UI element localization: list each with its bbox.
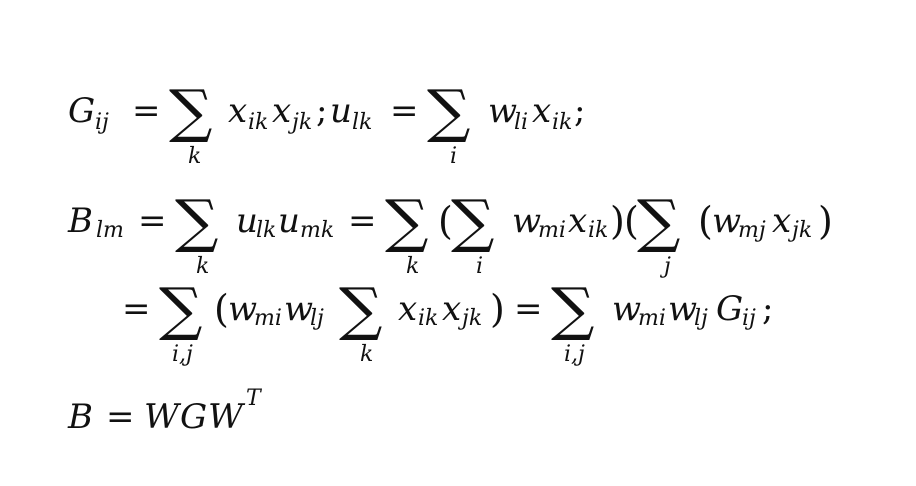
superscript-T: T	[246, 386, 261, 411]
equals-sign: =	[132, 91, 161, 131]
subscript: lj	[694, 306, 708, 331]
right-paren: )	[818, 199, 833, 243]
right-paren: )	[610, 199, 625, 243]
summation-icon: ∑	[450, 187, 495, 255]
symbol-x: x	[442, 289, 462, 329]
symbol-u: u	[330, 91, 352, 131]
equals-sign: =	[122, 289, 151, 329]
equals-sign: =	[138, 201, 167, 241]
symbol-w: w	[712, 201, 742, 241]
subscript: ik	[552, 110, 573, 135]
subscript: lj	[310, 306, 324, 331]
sum-limit: k	[196, 254, 210, 279]
semicolon: ;	[574, 91, 586, 131]
subscript: ij	[95, 110, 109, 135]
equals-sign: =	[514, 289, 543, 329]
semicolon: ;	[316, 91, 328, 131]
left-paren: (	[438, 199, 453, 243]
subscript: mj	[738, 218, 766, 243]
subscript: mi	[538, 218, 566, 243]
subscript: jk	[792, 218, 813, 243]
summation-icon: ∑	[550, 275, 595, 343]
sum-limit: k	[360, 342, 374, 367]
subscript: mi	[254, 306, 282, 331]
summation-icon: ∑	[426, 77, 471, 145]
symbol-W: W	[144, 397, 179, 437]
symbol-x: x	[398, 289, 418, 329]
symbol-w: w	[512, 201, 542, 241]
sum-limit: i	[450, 144, 458, 169]
symbol-G: G	[180, 397, 208, 437]
equals-sign: =	[390, 91, 419, 131]
symbol-w: w	[612, 289, 642, 329]
sum-limit: j	[664, 254, 671, 279]
left-paren: (	[624, 199, 639, 243]
subscript: ij	[742, 306, 756, 331]
symbol-B: B	[68, 397, 93, 437]
left-paren: (	[214, 287, 229, 331]
symbol-W: W	[208, 397, 243, 437]
subscript: mi	[638, 306, 666, 331]
sum-limit: k	[188, 144, 202, 169]
subscript: jk	[462, 306, 483, 331]
symbol-B: B	[68, 201, 93, 241]
semicolon: ;	[762, 289, 774, 329]
subscript: lk	[256, 218, 277, 243]
symbol-x: x	[568, 201, 588, 241]
right-paren: )	[490, 287, 505, 331]
symbol-G: G	[68, 91, 96, 131]
sum-limit: k	[406, 254, 420, 279]
subscript: mk	[300, 218, 335, 243]
symbol-w: w	[228, 289, 258, 329]
equals-sign: =	[106, 397, 135, 437]
summation-icon: ∑	[168, 77, 213, 145]
symbol-x: x	[228, 91, 248, 131]
subscript: ik	[418, 306, 439, 331]
summation-icon: ∑	[338, 275, 383, 343]
subscript: lm	[96, 218, 124, 243]
symbol-x: x	[272, 91, 292, 131]
sum-limit: i,j	[564, 342, 585, 367]
sum-limit: i	[476, 254, 484, 279]
subscript: lk	[352, 110, 373, 135]
subscript: ik	[248, 110, 269, 135]
subscript: jk	[292, 110, 313, 135]
sum-limit: i,j	[172, 342, 193, 367]
symbol-x: x	[532, 91, 552, 131]
symbol-G: G	[716, 289, 744, 329]
symbol-w: w	[668, 289, 698, 329]
symbol-u: u	[236, 201, 258, 241]
summation-icon: ∑	[174, 187, 219, 255]
equals-sign: =	[348, 201, 377, 241]
symbol-w: w	[488, 91, 518, 131]
symbol-u: u	[278, 201, 300, 241]
subscript: li	[514, 110, 529, 135]
left-paren: (	[698, 199, 713, 243]
symbol-w: w	[284, 289, 314, 329]
summation-icon: ∑	[158, 275, 203, 343]
summation-icon: ∑	[636, 187, 681, 255]
subscript: ik	[588, 218, 609, 243]
summation-icon: ∑	[384, 187, 429, 255]
symbol-x: x	[772, 201, 792, 241]
